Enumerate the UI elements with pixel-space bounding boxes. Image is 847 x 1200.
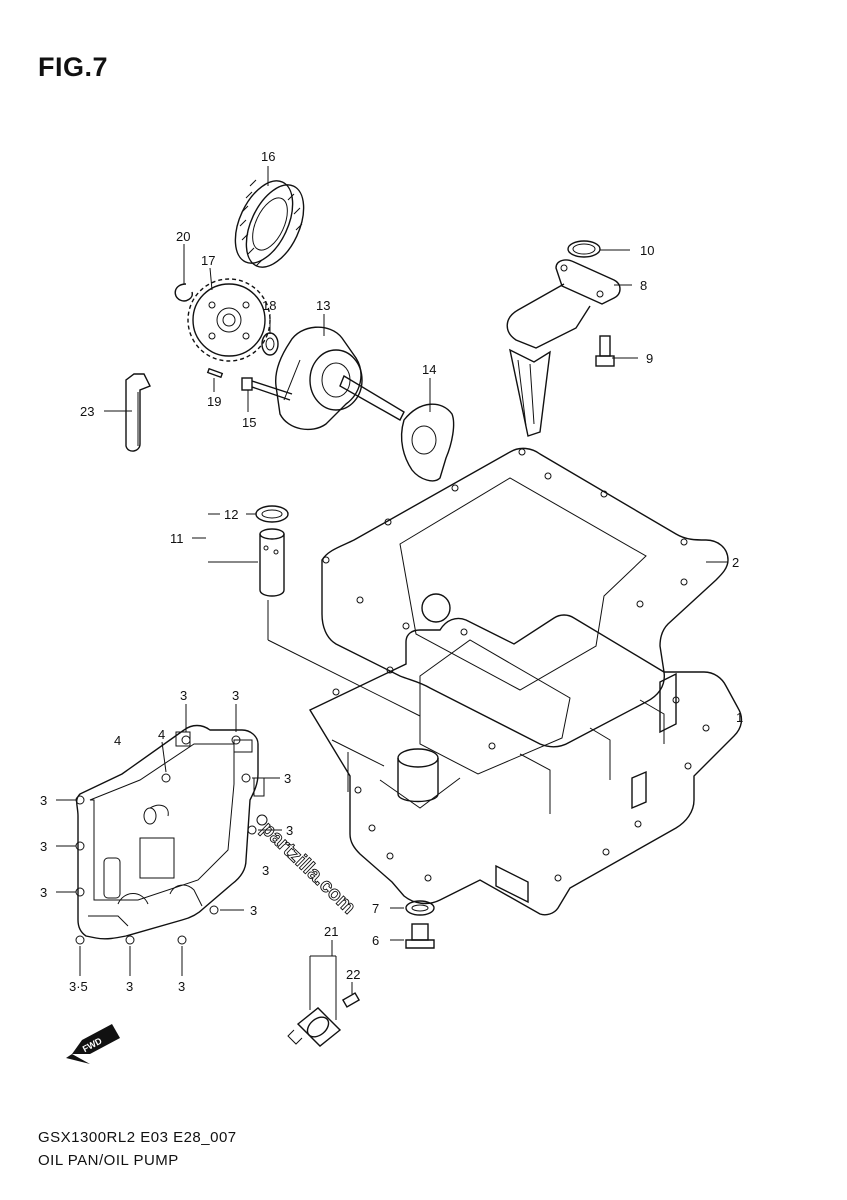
part-10-o-ring[interactable] [567, 240, 601, 258]
part-14-gasket[interactable] [400, 403, 455, 482]
callout-9: 9 [646, 351, 653, 366]
part-21-pressure-switch[interactable] [287, 1007, 342, 1047]
leader-lines [56, 166, 728, 1020]
callout-12: 12 [224, 507, 238, 522]
part-15-bolt[interactable] [241, 377, 293, 401]
part-8-oil-strainer[interactable] [506, 259, 621, 437]
callout-13: 13 [316, 298, 330, 313]
callout-21: 21 [324, 924, 338, 939]
callout-3f: 3 [40, 839, 47, 854]
part-2-gasket[interactable] [321, 447, 729, 750]
callout-3j: 3 [126, 979, 133, 994]
callout-3g: 3 [262, 863, 269, 878]
callout-19: 19 [207, 394, 221, 409]
part-7-gasket[interactable] [405, 900, 435, 916]
callout-4a: 4 [114, 733, 121, 748]
watermark-logo-icon [256, 814, 268, 826]
part-11-pipe[interactable] [259, 528, 285, 597]
part-6-drain-plug[interactable] [405, 923, 435, 949]
callout-8: 8 [640, 278, 647, 293]
callout-3a: 3 [180, 688, 187, 703]
callout-7: 7 [372, 901, 379, 916]
part-22-terminal[interactable] [341, 992, 361, 1008]
callout-4b: 4 [158, 727, 165, 742]
callout-labels: 16 20 17 18 13 19 15 14 23 10 8 9 12 11 … [40, 149, 743, 994]
part-1-oil-pan[interactable] [309, 614, 743, 916]
part-12-o-ring[interactable] [255, 505, 289, 523]
callout-3i: 3 [250, 903, 257, 918]
callout-3-5: 3·5 [69, 979, 88, 994]
figure-subtitle: OIL PAN/OIL PUMP [38, 1152, 179, 1169]
callout-11: 11 [170, 531, 184, 546]
part-9-bolt[interactable] [595, 335, 615, 367]
callout-3c: 3 [284, 771, 291, 786]
fwd-arrow-icon: FWD [66, 1024, 120, 1064]
callout-3d: 3 [40, 793, 47, 808]
part-19-pin[interactable] [206, 367, 224, 379]
part-13-oil-pump[interactable] [275, 326, 405, 431]
callout-22: 22 [346, 967, 360, 982]
callout-10: 10 [640, 243, 654, 258]
figure-title: FIG.7 [38, 52, 109, 82]
callout-6: 6 [372, 933, 379, 948]
part-18-washer[interactable] [261, 332, 279, 356]
callout-1: 1 [736, 710, 743, 725]
callout-23: 23 [80, 404, 94, 419]
callout-15: 15 [242, 415, 256, 430]
callout-3b: 3 [232, 688, 239, 703]
part-17-gear[interactable] [187, 278, 271, 362]
part-23-bracket[interactable] [125, 373, 151, 452]
part-20-circlip[interactable] [174, 283, 193, 302]
callout-18: 18 [262, 298, 276, 313]
callout-3h: 3 [40, 885, 47, 900]
callout-3k: 3 [178, 979, 185, 994]
part-4-cover[interactable] [75, 724, 265, 945]
part-16-sprocket[interactable] [224, 172, 316, 276]
callout-16: 16 [261, 149, 275, 164]
callout-3e: 3 [286, 823, 293, 838]
figure-footer: GSX1300RL2 E03 E28_007 OIL PAN/OIL PUMP [38, 1126, 237, 1172]
callout-2: 2 [732, 555, 739, 570]
model-code: GSX1300RL2 E03 E28_007 [38, 1129, 237, 1146]
watermark: partzilla.com [257, 818, 360, 919]
callout-20: 20 [176, 229, 190, 244]
callout-17: 17 [201, 253, 215, 268]
callout-14: 14 [422, 362, 436, 377]
